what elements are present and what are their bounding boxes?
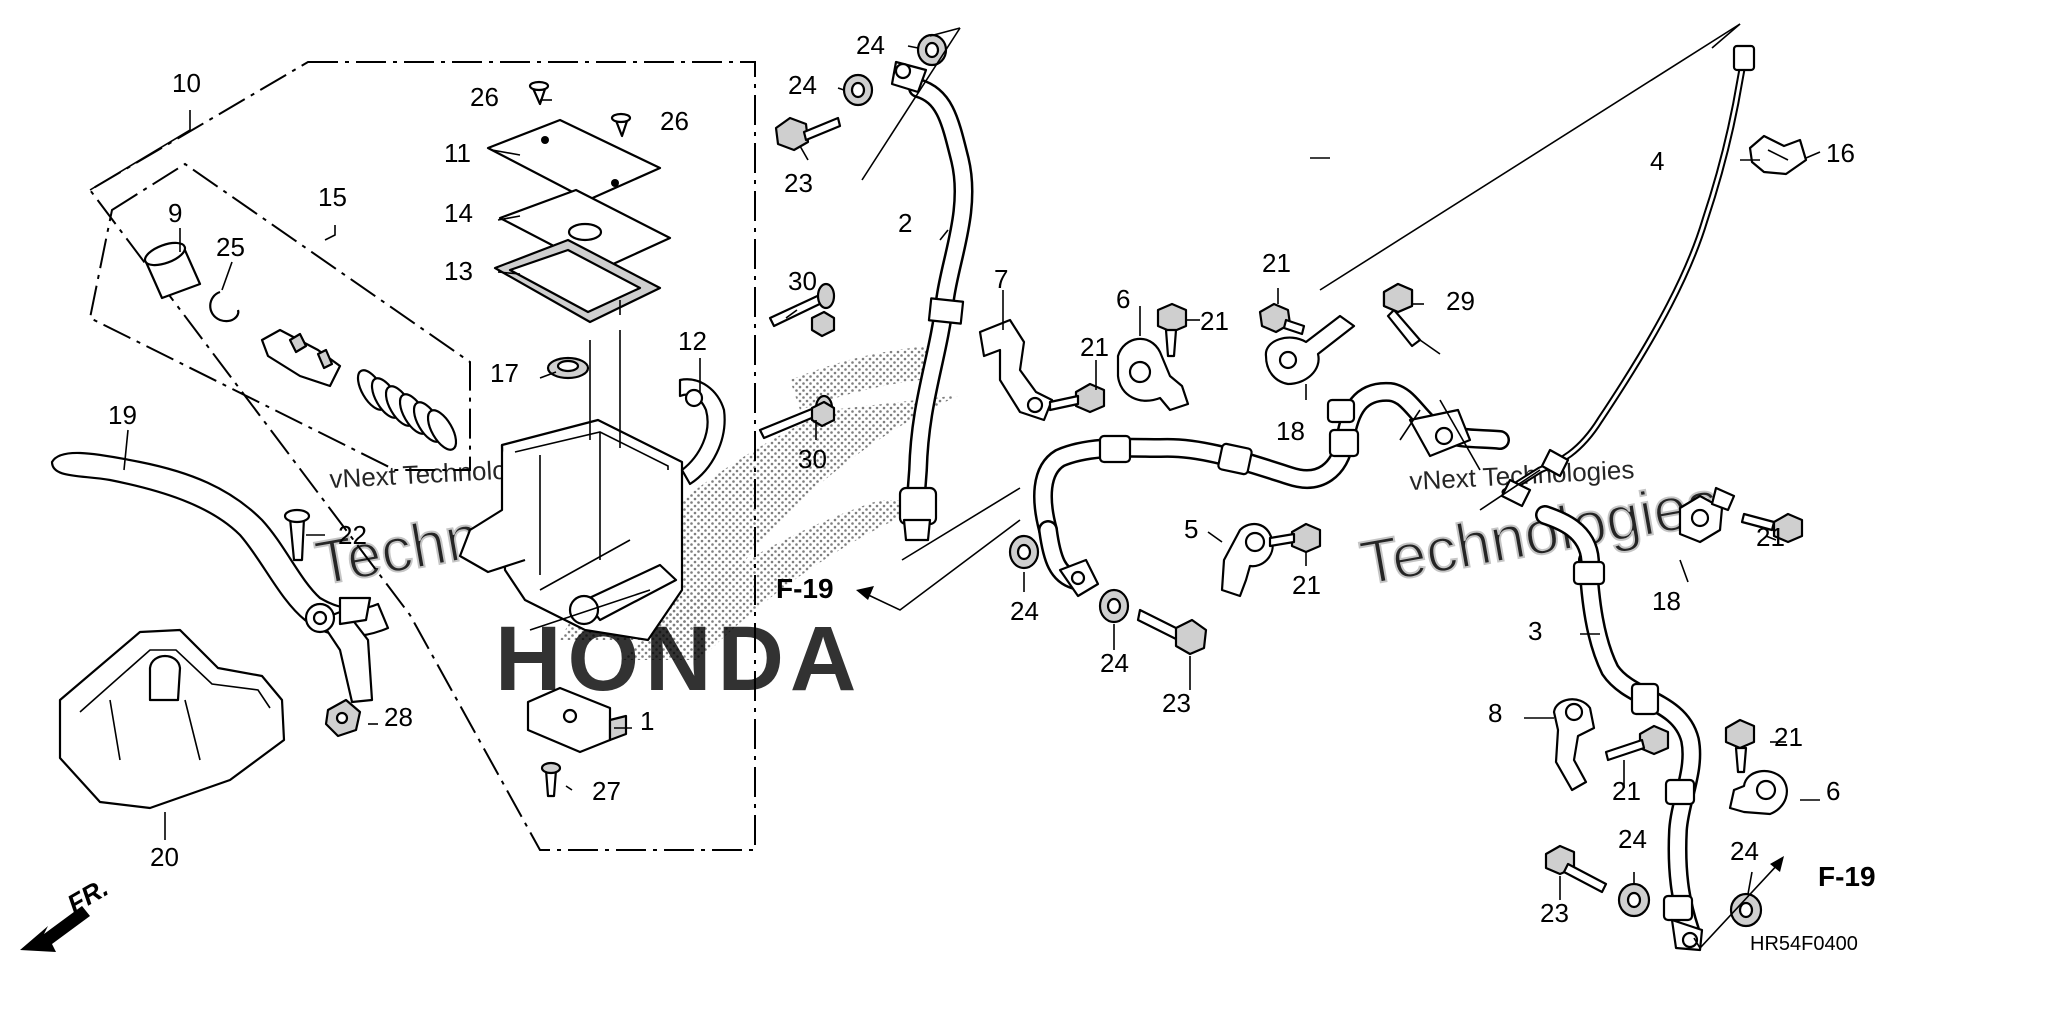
callout-label: 21	[1756, 522, 1785, 552]
upper-hose-fittings	[774, 33, 948, 152]
callout-label: 18	[1276, 416, 1305, 446]
callout-label: 24	[1010, 596, 1039, 626]
callout-label: 27	[592, 776, 621, 806]
clamp-18-right	[1678, 486, 1804, 544]
brake-lever	[50, 451, 390, 704]
callout-label: 30	[798, 444, 827, 474]
callout-label: 5	[1184, 514, 1198, 544]
callout-label: 21	[1292, 570, 1321, 600]
callout-label: 23	[784, 168, 813, 198]
clamp-5	[1220, 522, 1322, 598]
upper-brake-hose	[890, 60, 974, 542]
callout-label: 6	[1826, 776, 1840, 806]
callout-label: 23	[1162, 688, 1191, 718]
callout-label: 21	[1774, 722, 1803, 752]
callout-label: 24	[1100, 648, 1129, 678]
bolts-30	[810, 310, 836, 428]
callout-label: 18	[1652, 586, 1681, 616]
callout-label: 7	[994, 264, 1008, 294]
callout-label: 2	[898, 208, 912, 238]
front-label: FR.	[62, 872, 113, 919]
hose-bracket-7	[978, 318, 1054, 422]
brake-pipe-4	[1500, 44, 1756, 508]
clamp-18-upper	[1258, 282, 1422, 386]
callout-label: 1	[640, 706, 654, 736]
lower-brake-hose-3	[1535, 505, 1704, 952]
clamp-6-lower	[1724, 718, 1788, 816]
spring	[356, 369, 458, 451]
callout-label: 24	[1618, 824, 1647, 854]
assembly-frame-15	[88, 162, 471, 471]
callout-label: 29	[1446, 286, 1475, 316]
callout-label: 26	[470, 82, 499, 112]
callout-label: 30	[788, 266, 817, 296]
brake-switch	[526, 686, 628, 754]
clamp-8	[1552, 698, 1670, 792]
callout-label: 21	[1612, 776, 1641, 806]
callout-label: 11	[444, 138, 471, 168]
front-direction-arrow: FR.	[20, 872, 113, 952]
lower-middle-fittings	[1008, 534, 1208, 656]
section-reference: F-19	[1818, 861, 1876, 892]
callout-label: 16	[1826, 138, 1855, 168]
callout-label: 24	[856, 30, 885, 60]
bolt-29	[1382, 282, 1414, 314]
section-reference: F-19	[776, 573, 834, 604]
callout-label: 20	[150, 842, 179, 872]
assembly-frame-10	[88, 61, 756, 851]
callout-label: 21	[1080, 332, 1109, 362]
master-cylinder	[458, 378, 726, 642]
callout-label: 3	[1528, 616, 1542, 646]
callout-label: 25	[216, 232, 245, 262]
callout-label: 4	[1650, 146, 1664, 176]
callout-label: 15	[318, 182, 347, 212]
callout-label: 6	[1116, 284, 1130, 314]
callout-label: 23	[1540, 898, 1569, 928]
clamp-6-upper	[1048, 302, 1190, 414]
callout-label: 21	[1262, 248, 1291, 278]
leader-lines	[89, 23, 1821, 950]
watermark-group-right: vNext Technologies Technologies	[1354, 454, 1724, 600]
callout-label: 14	[444, 198, 473, 228]
callout-label: 28	[384, 702, 413, 732]
lever-cover	[58, 628, 286, 810]
callout-label: 19	[108, 400, 137, 430]
callouts: 1 2 3 4 5 6 6 7 8 9 10 11 12 13 14 15 16…	[108, 30, 1855, 928]
left-fasteners	[283, 282, 836, 798]
callout-label: 26	[660, 106, 689, 136]
callout-label: 21	[1200, 306, 1229, 336]
pipe-clip-16	[1748, 134, 1808, 176]
reservoir-cap-stack	[486, 80, 672, 380]
callout-label: 22	[338, 520, 367, 550]
diagram-code: HR54F0400	[1750, 933, 1858, 955]
middle-brake-hose	[1033, 381, 1510, 598]
callout-label: 24	[788, 70, 817, 100]
callout-label: 12	[678, 326, 707, 356]
callout-label: 17	[490, 358, 519, 388]
callout-label: 8	[1488, 698, 1502, 728]
callout-label: 24	[1730, 836, 1759, 866]
callout-label: 13	[444, 256, 473, 286]
piston-kit	[143, 241, 458, 451]
callout-label: 9	[168, 198, 182, 228]
callout-label: 10	[172, 68, 201, 98]
lower-right-fittings	[1544, 844, 1763, 928]
